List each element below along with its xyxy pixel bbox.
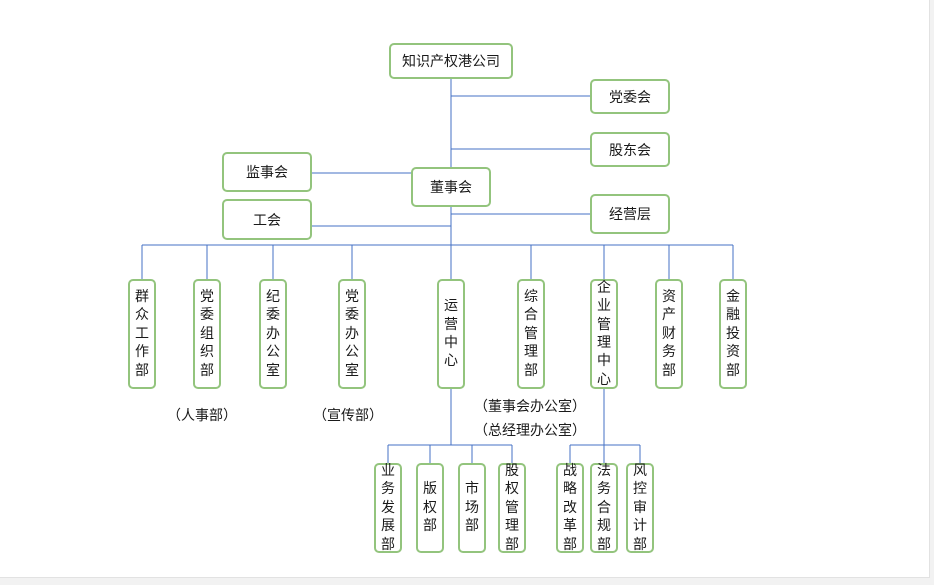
node-label: 监事会 [246,165,288,181]
financial-investment-dept-node: 金融投资部 [719,279,747,389]
node-label: 版权部 [422,481,437,535]
node-label: 董事会 [430,180,472,196]
strategy-reform-dept-node: 战略改革部 [556,463,584,553]
asset-finance-dept-node: 资产财务部 [655,279,683,389]
supervisory-board-node: 监事会 [222,152,312,192]
node-label: 战略改革部 [562,462,577,553]
node-label: 知识产权港公司 [402,54,500,70]
node-label: 运营中心 [443,298,458,370]
party-committee-node: 党委会 [590,79,670,114]
gm-office-note: （总经理办公室） [474,423,586,439]
management-node: 经营层 [590,194,670,234]
node-label: 业务发展部 [380,462,395,553]
node-label: 股东会 [609,142,651,159]
node-label: 党委办公室 [344,288,359,379]
operations-center-node: 运营中心 [437,279,465,389]
publicity-dept-note: （宣传部） [313,408,383,424]
node-label: 金融投资部 [725,288,740,379]
enterprise-management-center-node: 企业管理中心 [590,279,618,389]
market-dept-node: 市场部 [458,463,486,553]
node-label: 资产财务部 [661,288,676,379]
node-label: 党委组织部 [199,288,214,379]
node-label: 企业管理中心 [596,279,611,388]
node-label: 股权管理部 [504,462,519,553]
legal-compliance-dept-node: 法务合规部 [590,463,618,553]
hr-dept-note: （人事部） [167,408,237,424]
node-label: 党委会 [609,89,651,106]
party-organization-dept-node: 党委组织部 [193,279,221,389]
discipline-office-node: 纪委办公室 [259,279,287,389]
node-label: 纪委办公室 [265,288,280,379]
node-label: 综合管理部 [523,288,538,379]
node-label: 群众工作部 [134,288,149,379]
node-label: 风控审计部 [632,462,647,553]
node-label: 经营层 [609,207,651,223]
party-office-node: 党委办公室 [338,279,366,389]
masses-work-dept-node: 群众工作部 [128,279,156,389]
business-development-dept-node: 业务发展部 [374,463,402,553]
risk-audit-dept-node: 风控审计部 [626,463,654,553]
equity-management-dept-node: 股权管理部 [498,463,526,553]
general-management-dept-node: 综合管理部 [517,279,545,389]
labor-union-node: 工会 [222,199,312,240]
company-node: 知识产权港公司 [389,43,513,79]
copyright-dept-node: 版权部 [416,463,444,553]
board-office-note: （董事会办公室） [474,399,586,415]
shareholders-meeting-node: 股东会 [590,132,670,167]
node-label: 法务合规部 [596,462,611,553]
node-label: 工会 [253,212,281,229]
board-of-directors-node: 董事会 [411,167,491,207]
node-label: 市场部 [464,481,479,535]
